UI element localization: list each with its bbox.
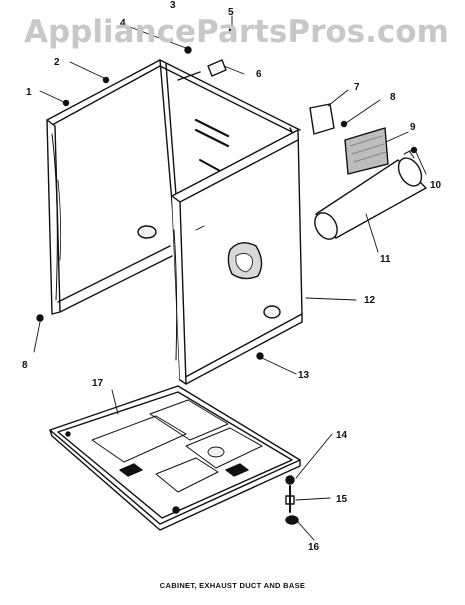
mounting-bracket [207,59,227,77]
callout-16: 16 [308,542,320,553]
watermark-text: AppliancePartsPros.com [24,14,449,50]
callout-3: 3 [170,0,176,11]
callout-9: 9 [410,122,416,133]
callout-2: 2 [54,57,60,68]
callout-4: 4 [120,18,126,29]
callout-5: 5 [228,7,234,18]
callout-12: 12 [364,295,376,306]
exhaust-screen [344,127,389,175]
callout-13: 13 [298,370,310,381]
cabinet-right-side [171,129,303,385]
callout-7: 7 [354,82,360,93]
cabinet-base [49,385,301,531]
cabinet-left-side [46,119,173,315]
cabinet-top [46,59,301,133]
callout-labels: 1 2 3 4 5 6 7 8 8 9 10 11 12 13 14 15 16… [22,0,442,553]
callout-8-bottom: 8 [22,360,28,371]
callout-17: 17 [92,378,104,389]
exhaust-plate [309,103,335,135]
callout-8-top: 8 [390,92,396,103]
screws [36,26,418,360]
callout-1: 1 [26,87,32,98]
callout-6: 6 [256,69,262,80]
exhaust-duct [314,149,427,240]
callout-11: 11 [380,254,391,265]
leveling-leg [285,475,299,525]
callout-14: 14 [336,430,348,441]
callout-15: 15 [336,494,348,505]
leader-lines [33,15,427,541]
diagram-caption: CABINET, EXHAUST DUCT AND BASE [159,581,306,590]
callout-10: 10 [430,180,442,191]
